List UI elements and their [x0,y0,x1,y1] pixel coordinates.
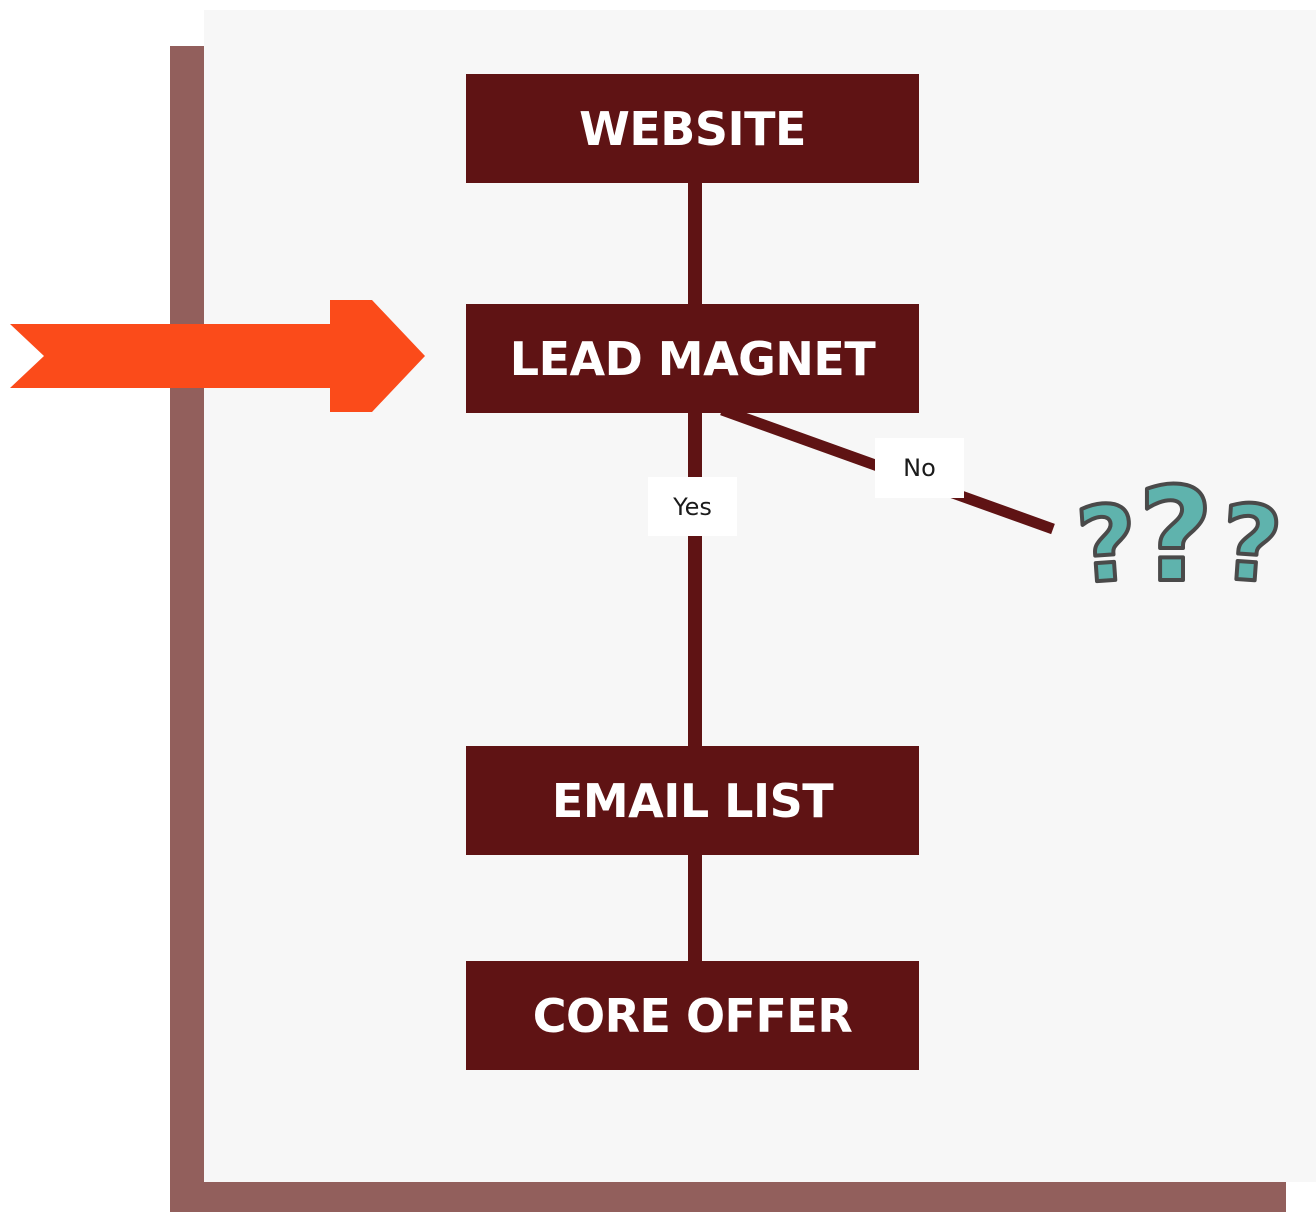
node-email-list: EMAIL LIST [466,746,919,855]
node-core-offer: CORE OFFER [466,961,919,1070]
node-website: WEBSITE [466,74,919,183]
edge-label-no: No [875,438,964,498]
question-mark-right: ? [1217,481,1286,596]
question-mark-left: ? [1073,481,1142,596]
node-lead-magnet-label: LEAD MAGNET [509,331,876,386]
node-core-offer-label: CORE OFFER [532,988,853,1043]
question-mark-center: ? [1138,462,1213,596]
edge-label-yes: Yes [648,477,737,536]
node-email-list-label: EMAIL LIST [551,773,834,828]
node-lead-magnet: LEAD MAGNET [466,304,919,413]
question-marks-icon: ? ? ? [1071,462,1288,596]
node-website-label: WEBSITE [579,101,806,156]
right-arrow-icon [10,300,425,412]
